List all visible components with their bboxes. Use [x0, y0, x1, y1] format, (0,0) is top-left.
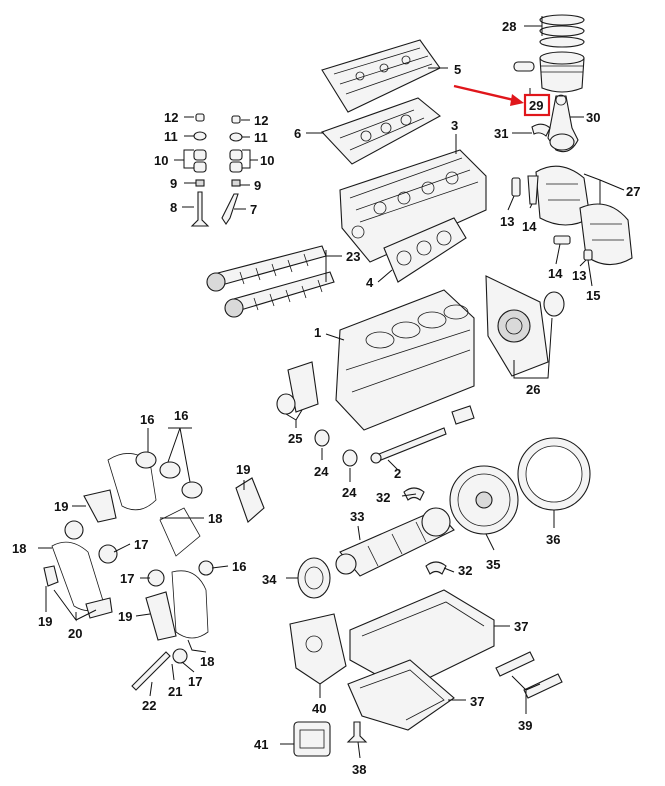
- label-32-upper[interactable]: 32: [376, 490, 390, 505]
- oil-filter-housing: [293, 721, 331, 757]
- label-14-lower[interactable]: 14: [548, 266, 563, 281]
- front-seals: [276, 361, 319, 415]
- engine-block: [335, 289, 475, 431]
- label-4[interactable]: 4: [366, 275, 374, 290]
- drain-plug: [346, 721, 368, 743]
- sensors: [511, 175, 593, 261]
- label-13-upper[interactable]: 13: [500, 214, 514, 229]
- label-18-lower[interactable]: 18: [200, 654, 214, 669]
- label-31[interactable]: 31: [494, 126, 508, 141]
- camshafts: [206, 245, 335, 318]
- rear-main-cover: [485, 275, 565, 377]
- label-17-upper[interactable]: 17: [134, 537, 148, 552]
- valvetrain-right: [221, 115, 243, 225]
- timing-cover: [535, 165, 633, 266]
- label-3[interactable]: 3: [451, 118, 458, 133]
- oil-pan-upper: [349, 589, 495, 691]
- label-37-lower[interactable]: 37: [470, 694, 484, 709]
- label-1[interactable]: 1: [314, 325, 321, 340]
- valve-cover: [321, 39, 441, 113]
- label-35[interactable]: 35: [486, 557, 500, 572]
- label-18-left[interactable]: 18: [12, 541, 26, 556]
- label-24-right[interactable]: 24: [342, 485, 357, 500]
- label-16-right[interactable]: 16: [174, 408, 188, 423]
- label-21[interactable]: 21: [168, 684, 182, 699]
- label-13-lower[interactable]: 13: [572, 268, 586, 283]
- leader-lines: [38, 16, 625, 759]
- label-40[interactable]: 40: [312, 701, 326, 716]
- label-12-right[interactable]: 12: [254, 113, 268, 128]
- highlight-arrow: [453, 84, 524, 106]
- label-19-lower-right[interactable]: 19: [118, 609, 132, 624]
- plugs: [314, 429, 358, 467]
- piston-pin: [513, 61, 535, 72]
- label-14-upper[interactable]: 14: [522, 219, 537, 234]
- label-9-right[interactable]: 9: [254, 178, 261, 193]
- label-15[interactable]: 15: [586, 288, 600, 303]
- label-20[interactable]: 20: [68, 626, 82, 641]
- oil-pan-lower: [347, 659, 455, 731]
- label-17-lower[interactable]: 17: [188, 674, 202, 689]
- label-24-left[interactable]: 24: [314, 464, 329, 479]
- label-37-upper[interactable]: 37: [514, 619, 528, 634]
- gasket-tubes: [495, 651, 563, 699]
- head-gasket: [383, 217, 467, 283]
- label-39[interactable]: 39: [518, 718, 532, 733]
- label-6[interactable]: 6: [294, 126, 301, 141]
- label-8[interactable]: 8: [170, 200, 177, 215]
- label-26[interactable]: 26: [526, 382, 540, 397]
- label-36[interactable]: 36: [546, 532, 560, 547]
- label-17-mid[interactable]: 17: [120, 571, 134, 586]
- valve-cover-gasket: [321, 97, 441, 165]
- label-32-lower[interactable]: 32: [458, 563, 472, 578]
- piston-rings: [539, 14, 585, 48]
- label-29[interactable]: 29: [529, 98, 543, 113]
- damper-pulley: [297, 557, 331, 599]
- label-18-upper[interactable]: 18: [208, 511, 222, 526]
- label-33[interactable]: 33: [350, 509, 364, 524]
- label-11-left[interactable]: 11: [164, 129, 178, 144]
- oil-pump: [289, 613, 347, 685]
- label-27[interactable]: 27: [626, 184, 640, 199]
- label-12-left[interactable]: 12: [164, 110, 178, 125]
- crankshaft: [335, 507, 455, 577]
- part-number-labels: 28 5 29 30 31 12 12 11 11 10 10 9 9 8 7 …: [12, 19, 640, 777]
- label-30[interactable]: 30: [586, 110, 600, 125]
- label-19-lower-left[interactable]: 19: [38, 614, 52, 629]
- timing-chain-lower: [43, 541, 214, 691]
- valvetrain-left: [190, 113, 210, 227]
- ring-gear: [517, 437, 591, 511]
- label-16-left[interactable]: 16: [140, 412, 154, 427]
- label-19-upper-right[interactable]: 19: [236, 462, 250, 477]
- flexplate: [449, 465, 519, 535]
- cylinder-head: [339, 149, 487, 263]
- rod-bearing: [531, 123, 551, 137]
- label-9-left[interactable]: 9: [170, 176, 177, 191]
- label-19-upper-left[interactable]: 19: [54, 499, 68, 514]
- label-10-right[interactable]: 10: [260, 153, 274, 168]
- label-2[interactable]: 2: [394, 466, 401, 481]
- label-28[interactable]: 28: [502, 19, 516, 34]
- label-34[interactable]: 34: [262, 572, 277, 587]
- label-23[interactable]: 23: [346, 249, 360, 264]
- label-25[interactable]: 25: [288, 431, 302, 446]
- piston: [539, 51, 585, 93]
- connecting-rod: [547, 94, 579, 153]
- timing-chain-upper: [64, 451, 265, 564]
- label-16-lower[interactable]: 16: [232, 559, 246, 574]
- highlighted-part-box[interactable]: [523, 93, 551, 117]
- label-38[interactable]: 38: [352, 762, 366, 777]
- label-7[interactable]: 7: [250, 202, 257, 217]
- label-10-left[interactable]: 10: [154, 153, 168, 168]
- label-41[interactable]: 41: [254, 737, 268, 752]
- label-22[interactable]: 22: [142, 698, 156, 713]
- label-11-right[interactable]: 11: [254, 130, 268, 145]
- label-5[interactable]: 5: [454, 62, 461, 77]
- balance-shaft: [370, 405, 475, 464]
